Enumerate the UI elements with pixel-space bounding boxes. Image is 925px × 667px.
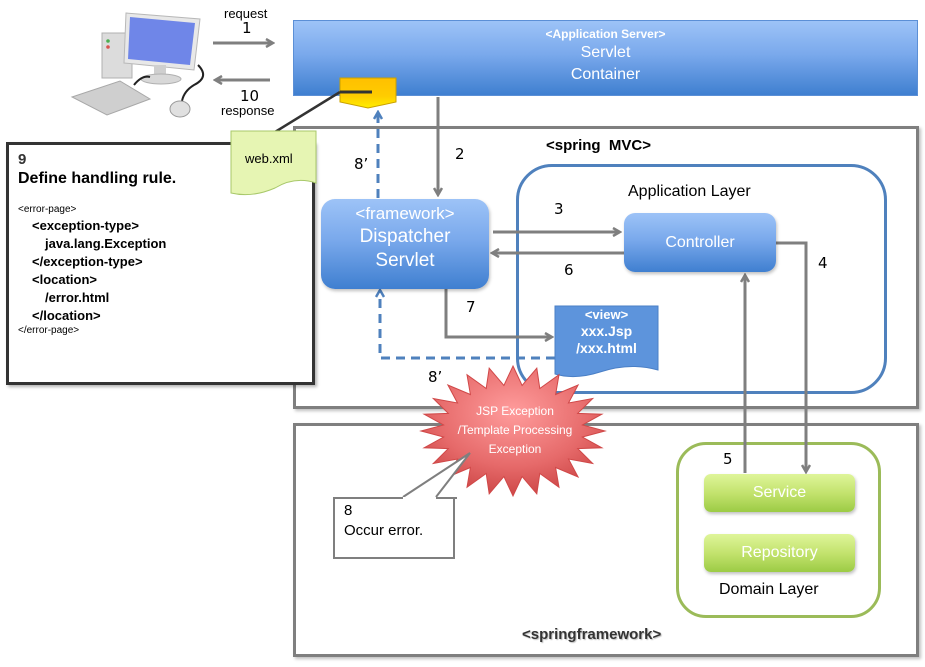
service: Service [704,474,855,512]
step-8prime-bottom: 8’ [428,368,443,386]
step-3: 3 [554,200,564,218]
servlet-container: <Application Server> Servlet Container [293,20,918,96]
domain-layer-label: Domain Layer [719,581,819,598]
service-label: Service [752,484,807,501]
repository: Repository [704,534,855,572]
error-callout-step: 8 [344,502,353,519]
error-callout-pointer [402,452,471,498]
request-label: request [224,6,268,21]
request-step: 1 [242,19,252,37]
rule-line-4: <location> [32,272,98,287]
step-8prime-top: 8’ [354,155,369,173]
repository-label: Repository [741,544,818,561]
rule-line-6: </location> [32,308,101,323]
burst-line1: JSP Exception [476,404,554,418]
exception-burst: JSP Exception /Template Processing Excep… [430,402,600,459]
domain-layer-box [676,442,881,618]
arrow-step-7 [444,287,552,337]
view-stereotype: <view> [584,307,629,322]
app-server-stereotype: <Application Server> [545,27,666,41]
dispatcher-line1: Dispatcher [359,226,451,247]
rule-line-0: <error-page> [18,204,77,215]
web-xml-note [230,130,317,196]
controller-label: Controller [665,234,735,251]
dispatcher-stereotype: <framework> [355,204,455,223]
view-line1: xxx.Jsp [580,323,633,339]
desktop-computer-icon [70,12,205,118]
rule-step: 9 [18,151,27,168]
spring-mvc-label: <spring MVC> [546,137,652,154]
step-6: 6 [564,261,574,279]
callout-line-web-xml [274,90,341,134]
app-server-line1: Servlet [580,44,631,61]
step-4: 4 [818,254,828,272]
rule-line-1: <exception-type> [32,218,139,233]
view-document: <view> xxx.Jsp /xxx.html [555,307,658,356]
springframework-label: <springframework> [522,626,662,643]
web-xml-label: web.xml [245,151,293,166]
application-layer-box [516,164,887,394]
rule-title: Define handling rule. [18,170,177,187]
rule-line-5: /error.html [45,290,110,305]
dispatcher-servlet: <framework> Dispatcher Servlet [321,199,489,289]
burst-line2: /Template Processing [457,423,573,437]
step-2: 2 [455,145,465,163]
step-7: 7 [466,298,476,316]
error-callout-text: Occur error. [344,522,424,539]
view-document-shape [554,305,659,378]
view-line2: /xxx.html [576,340,637,356]
error-callout: 8 Occur error. [333,497,455,559]
application-layer-label: Application Layer [628,183,751,200]
response-step: 10 [240,87,260,105]
error-callout-top-border [333,497,457,499]
arrow-step-4 [776,241,806,472]
response-label: response [221,103,275,118]
dispatcher-line2: Servlet [375,250,435,271]
rule-line-7: </error-page> [18,325,80,336]
rule-line-2: java.lang.Exception [45,236,167,251]
exception-burst-shape [419,364,607,498]
rule-line-3: </exception-type> [32,254,143,269]
controller: Controller [624,213,776,272]
burst-line3: Exception [488,442,542,456]
step-5: 5 [723,450,733,468]
app-server-line2: Container [570,66,641,83]
